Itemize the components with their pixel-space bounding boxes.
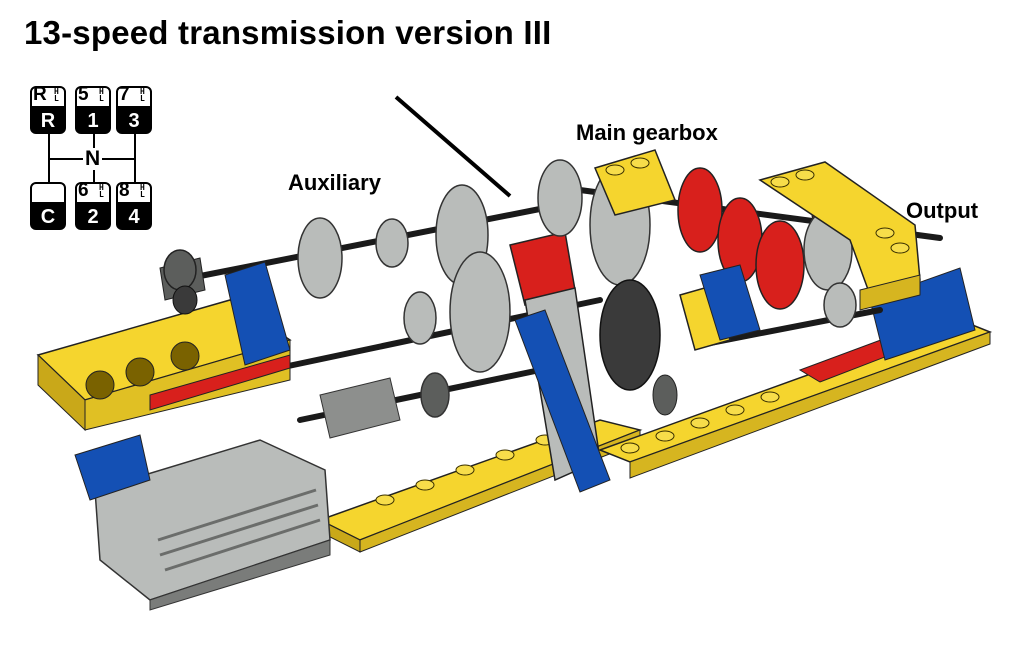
auxiliary-gears xyxy=(297,184,511,439)
label-auxiliary: Auxiliary xyxy=(288,170,381,195)
pointer-line xyxy=(394,95,512,198)
shift-gear-crawler: C xyxy=(30,182,66,232)
shift-neutral-label: N xyxy=(83,147,103,170)
input-housing xyxy=(36,257,292,432)
motor-block xyxy=(74,434,331,611)
main-gearbox-frame xyxy=(593,149,921,351)
label-output: Output xyxy=(906,198,979,223)
page-title: 13-speed transmission version III xyxy=(24,14,552,51)
input-coupling xyxy=(163,249,198,315)
label-main-gearbox: Main gearbox xyxy=(576,120,718,145)
frame-rail-right xyxy=(597,267,993,479)
center-housing xyxy=(509,231,611,493)
